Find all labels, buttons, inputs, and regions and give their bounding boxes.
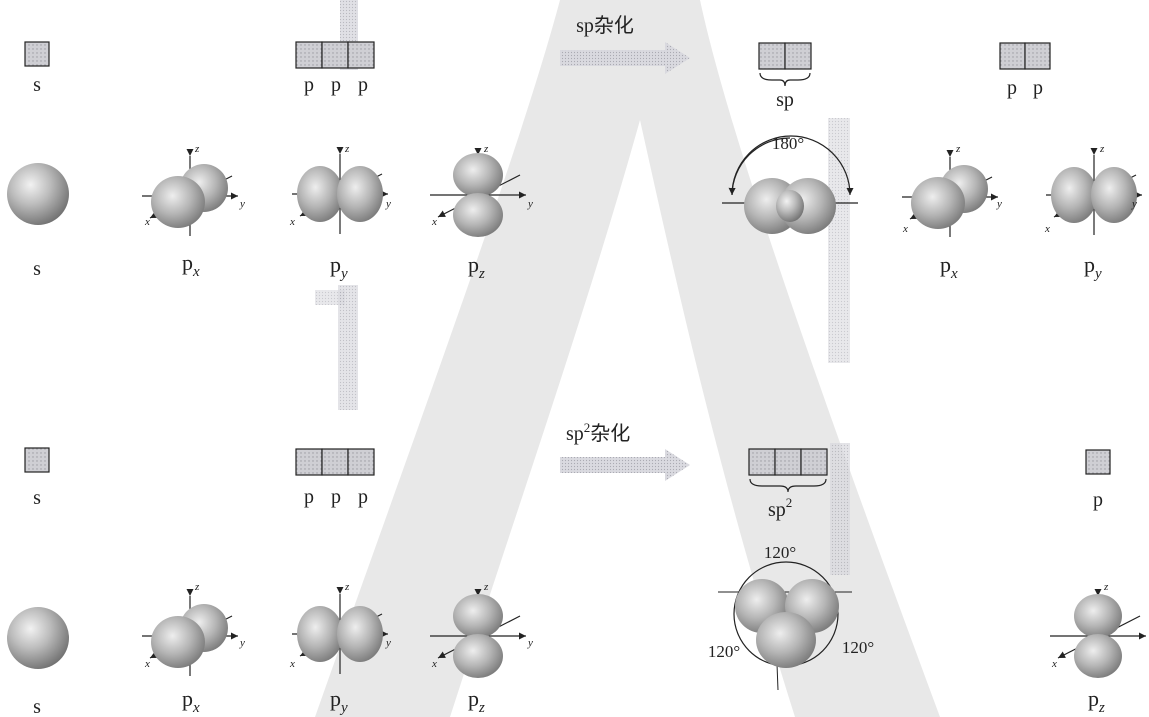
s-orbital-label-top: s: [33, 258, 41, 280]
watermark-arch: [315, 0, 940, 717]
p-box-label-3-bottom: p: [358, 486, 368, 508]
sp2-angle-label-right: 120°: [842, 638, 874, 657]
pz-x-axis-top: x: [431, 216, 437, 228]
p-box-label-1-top: p: [304, 74, 314, 96]
sp-box-group: [758, 42, 812, 70]
py-y-axis-top: y: [385, 198, 391, 210]
px-right-x-axis-top: x: [902, 223, 908, 235]
py-right-x-axis-top: x: [1044, 223, 1050, 235]
p-box-label-right-bottom: p: [1093, 489, 1103, 511]
py-y-axis-bottom: y: [385, 637, 391, 649]
s-box-label-bottom: s: [33, 487, 41, 509]
py-orbital-right-top: [1046, 155, 1142, 235]
pz-right-z-axis-bottom: z: [1103, 581, 1109, 593]
s-box-top: [24, 41, 50, 67]
pz-label-bottom: pz: [468, 686, 485, 716]
pz-y-axis-top: y: [527, 198, 533, 210]
px-right-z-axis-top: z: [955, 143, 961, 155]
pz-label-top: pz: [468, 252, 485, 282]
sp2-box-label: sp2: [768, 495, 792, 521]
sp2-box-group: [748, 448, 828, 476]
s-orbital-bottom: [7, 607, 69, 669]
px-orbital-right-top: [902, 157, 998, 237]
px-y-axis-top: y: [239, 198, 245, 210]
watermark-bar-5: [315, 290, 345, 305]
py-label-bottom: py: [330, 686, 348, 716]
px-orbital-bottom: [142, 596, 238, 676]
p-box-right-bottom: [1085, 449, 1111, 475]
s-orbital-label-bottom: s: [33, 696, 41, 717]
px-z-axis-top: z: [194, 143, 200, 155]
p-box-group-right-top: [999, 42, 1051, 70]
s-orbital-top: [7, 163, 69, 225]
px-label-top: px: [182, 250, 200, 280]
py-z-axis-bottom: z: [344, 581, 350, 593]
pz-orbital-right-bottom: [1050, 594, 1146, 678]
sp-hybridization-arrow: [560, 42, 690, 74]
sp-angle-label: 180°: [772, 134, 804, 153]
py-x-axis-top: x: [289, 216, 295, 228]
s-box-bottom: [24, 447, 50, 473]
p-box-group-top: [295, 41, 375, 69]
sp2-hybridization-arrow: [560, 449, 690, 481]
px-y-axis-bottom: y: [239, 637, 245, 649]
px-right-y-axis-top: y: [996, 198, 1002, 210]
pz-x-axis-bottom: x: [431, 658, 437, 670]
py-orbital-bottom: [292, 594, 388, 674]
px-x-axis-bottom: x: [144, 658, 150, 670]
pz-orbital-top: [430, 153, 526, 237]
py-label-top: py: [330, 252, 348, 282]
px-x-axis-top: x: [144, 216, 150, 228]
sp2-brace: [749, 478, 827, 493]
px-label-bottom: px: [182, 686, 200, 716]
py-z-axis-top: z: [344, 143, 350, 155]
watermark-bar-2: [338, 285, 358, 410]
sp2-angle-label-top: 120°: [764, 543, 796, 562]
p-box-group-bottom: [295, 448, 375, 476]
py-x-axis-bottom: x: [289, 658, 295, 670]
sp2-hybrid-orbital: [718, 561, 852, 691]
pz-right-x-axis-bottom: x: [1051, 658, 1057, 670]
watermark-bar-4: [830, 443, 850, 575]
py-right-label-top: py: [1084, 252, 1102, 282]
py-right-y-axis-top: y: [1131, 198, 1137, 210]
p-box-label-right-1-top: p: [1007, 77, 1017, 99]
pz-y-axis-bottom: y: [527, 637, 533, 649]
pz-right-label-bottom: pz: [1088, 686, 1105, 716]
watermark-bar-3: [828, 118, 850, 363]
py-orbital-top: [292, 154, 388, 234]
pz-orbital-bottom: [430, 594, 526, 678]
px-right-label-top: px: [940, 252, 958, 282]
sp-box-label: sp: [776, 89, 794, 111]
p-box-label-3-top: p: [358, 74, 368, 96]
p-box-label-right-2-top: p: [1033, 77, 1043, 99]
px-z-axis-bottom: z: [194, 581, 200, 593]
px-orbital-top: [142, 156, 238, 236]
sp2-angle-label-left: 120°: [708, 642, 740, 661]
s-box-label-top: s: [33, 74, 41, 96]
sp2-hybridization-label: sp2杂化: [566, 420, 630, 445]
sp-hybridization-label: sp杂化: [576, 14, 634, 37]
sp-hybrid-orbital: [722, 135, 858, 234]
pz-z-axis-top: z: [483, 143, 489, 155]
sp-brace: [759, 72, 811, 87]
pz-z-axis-bottom: z: [483, 581, 489, 593]
p-box-label-2-top: p: [331, 74, 341, 96]
p-box-label-2-bottom: p: [331, 486, 341, 508]
p-box-label-1-bottom: p: [304, 486, 314, 508]
py-right-z-axis-top: z: [1099, 143, 1105, 155]
